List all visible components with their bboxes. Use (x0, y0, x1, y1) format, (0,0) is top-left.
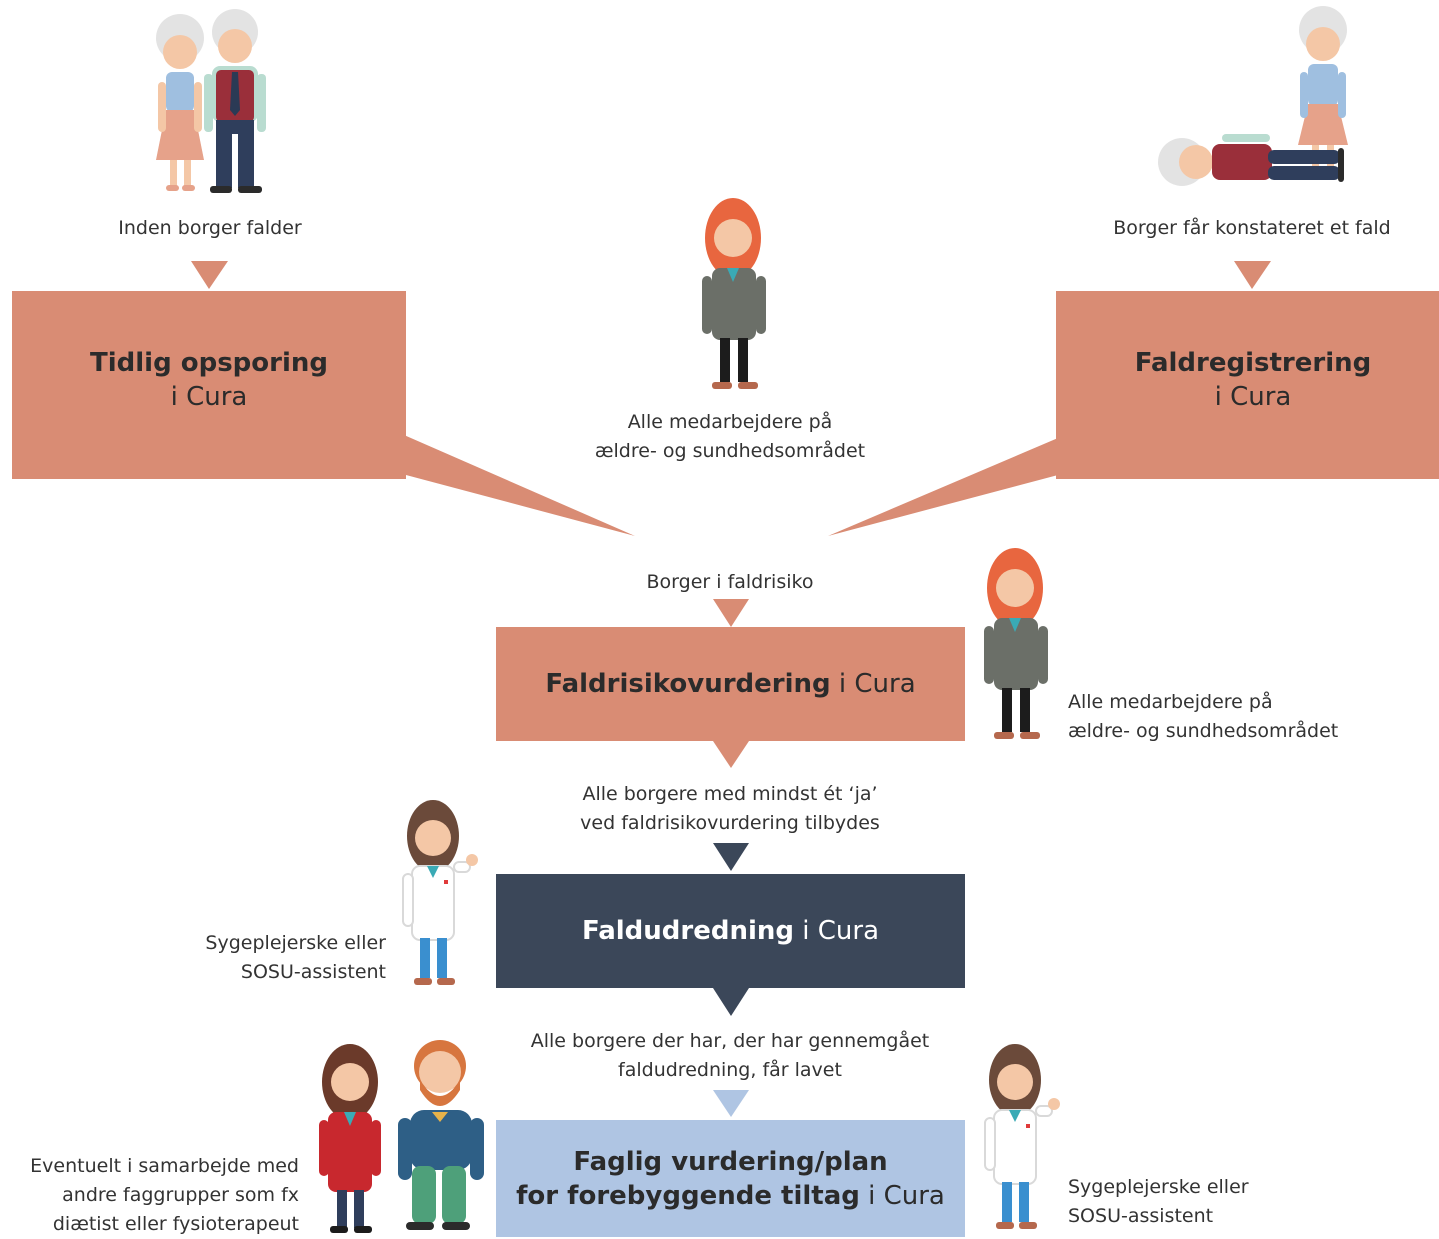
nurse-illustration-left (402, 800, 478, 985)
label-nurse-left-line1: Sygeplejerske eller (205, 932, 386, 954)
label-offer-line2: ved faldrisikovurdering tilbydes (580, 812, 880, 834)
box-investigation-suffix: i Cura (802, 916, 880, 946)
arrow-reviewed (713, 1090, 749, 1117)
box-plan-suffix: i Cura (868, 1180, 945, 1211)
box-plan-title-line2: for forebyggende tiltag (516, 1180, 860, 1211)
staff-illustration-top (702, 198, 766, 389)
label-all-staff-top-line2: ældre- og sundhedsområdet (594, 440, 866, 462)
label-reviewed: Alle borgere der har, der har gennemgået… (500, 1027, 960, 1085)
arrow-from-risk (713, 741, 749, 768)
arrow-before-fall (191, 261, 228, 289)
box-early-detection-suffix: i Cura (170, 382, 248, 412)
label-collaboration-line1: Eventuelt i samarbejde med (30, 1155, 299, 1177)
label-fall-noted: Borger får konstateret et fald (1113, 217, 1391, 239)
box-risk-assessment-title: Faldrisikovurdering (545, 669, 831, 699)
nurse-illustration-right (984, 1044, 1060, 1229)
box-plan-text: Faglig vurdering/plan for forebyggende t… (496, 1120, 965, 1237)
box-fall-registration-text: Faldregistrering i Cura (1056, 340, 1439, 420)
elderly-couple-illustration (156, 9, 266, 193)
box-early-detection (12, 291, 635, 536)
label-collaboration-line2: andre faggrupper som fx (62, 1184, 299, 1206)
label-reviewed-line1: Alle borgere der har, der har gennemgået (530, 1030, 930, 1052)
box-plan-title-line1: Faglig vurdering/plan (573, 1146, 888, 1177)
label-offer: Alle borgere med mindst ét ‘ja’ ved fald… (530, 780, 930, 838)
label-nurse-right-line1: Sygeplejerske eller (1068, 1176, 1249, 1198)
box-fall-registration-suffix: i Cura (1214, 382, 1292, 412)
label-collaboration-line3: diætist eller fysioterapeut (52, 1213, 299, 1235)
label-collaboration: Eventuelt i samarbejde med andre faggrup… (0, 1152, 299, 1239)
label-risk-citizen: Borger i faldrisiko (646, 571, 814, 593)
collaborators-illustration (319, 1040, 484, 1233)
box-early-detection-text: Tidlig opsporing i Cura (12, 340, 406, 420)
label-all-staff-right-line2: ældre- og sundhedsområdet (1068, 720, 1339, 742)
label-before-fall: Inden borger falder (118, 217, 302, 239)
arrow-from-investigation (713, 988, 749, 1016)
label-nurse-right: Sygeplejerske eller SOSU-assistent (1068, 1173, 1368, 1231)
label-nurse-left-line2: SOSU-assistent (240, 961, 386, 983)
label-all-staff-right-line1: Alle medarbejdere på (1068, 691, 1273, 713)
box-risk-assessment (496, 627, 965, 741)
label-all-staff-right: Alle medarbejdere på ældre- og sundhedso… (1068, 688, 1388, 746)
fall-scene-illustration (1158, 6, 1348, 186)
label-all-staff-top: Alle medarbejdere på ældre- og sundhedso… (560, 408, 900, 466)
box-investigation (496, 874, 965, 988)
box-risk-assessment-suffix: i Cura (838, 669, 916, 699)
box-investigation-title: Faldudredning (581, 916, 795, 946)
label-reviewed-line2: faldudredning, får lavet (618, 1059, 842, 1081)
arrow-offer (713, 843, 749, 871)
label-all-staff-top-line1: Alle medarbejdere på (627, 411, 833, 433)
label-offer-line1: Alle borgere med mindst ét ‘ja’ (582, 783, 878, 805)
box-plan (496, 1120, 965, 1237)
box-early-detection-title: Tidlig opsporing (89, 348, 329, 378)
box-investigation-text: Faldudredning i Cura (496, 874, 965, 988)
label-nurse-right-line2: SOSU-assistent (1068, 1205, 1214, 1227)
arrow-risk-citizen (713, 599, 749, 627)
box-fall-registration-title: Faldregistrering (1134, 348, 1372, 378)
label-nurse-left: Sygeplejerske eller SOSU-assistent (150, 929, 386, 987)
arrow-fall-noted (1234, 261, 1271, 289)
box-fall-registration (828, 291, 1439, 536)
staff-illustration-right (984, 548, 1048, 739)
box-risk-assessment-text: Faldrisikovurdering i Cura (496, 627, 965, 741)
